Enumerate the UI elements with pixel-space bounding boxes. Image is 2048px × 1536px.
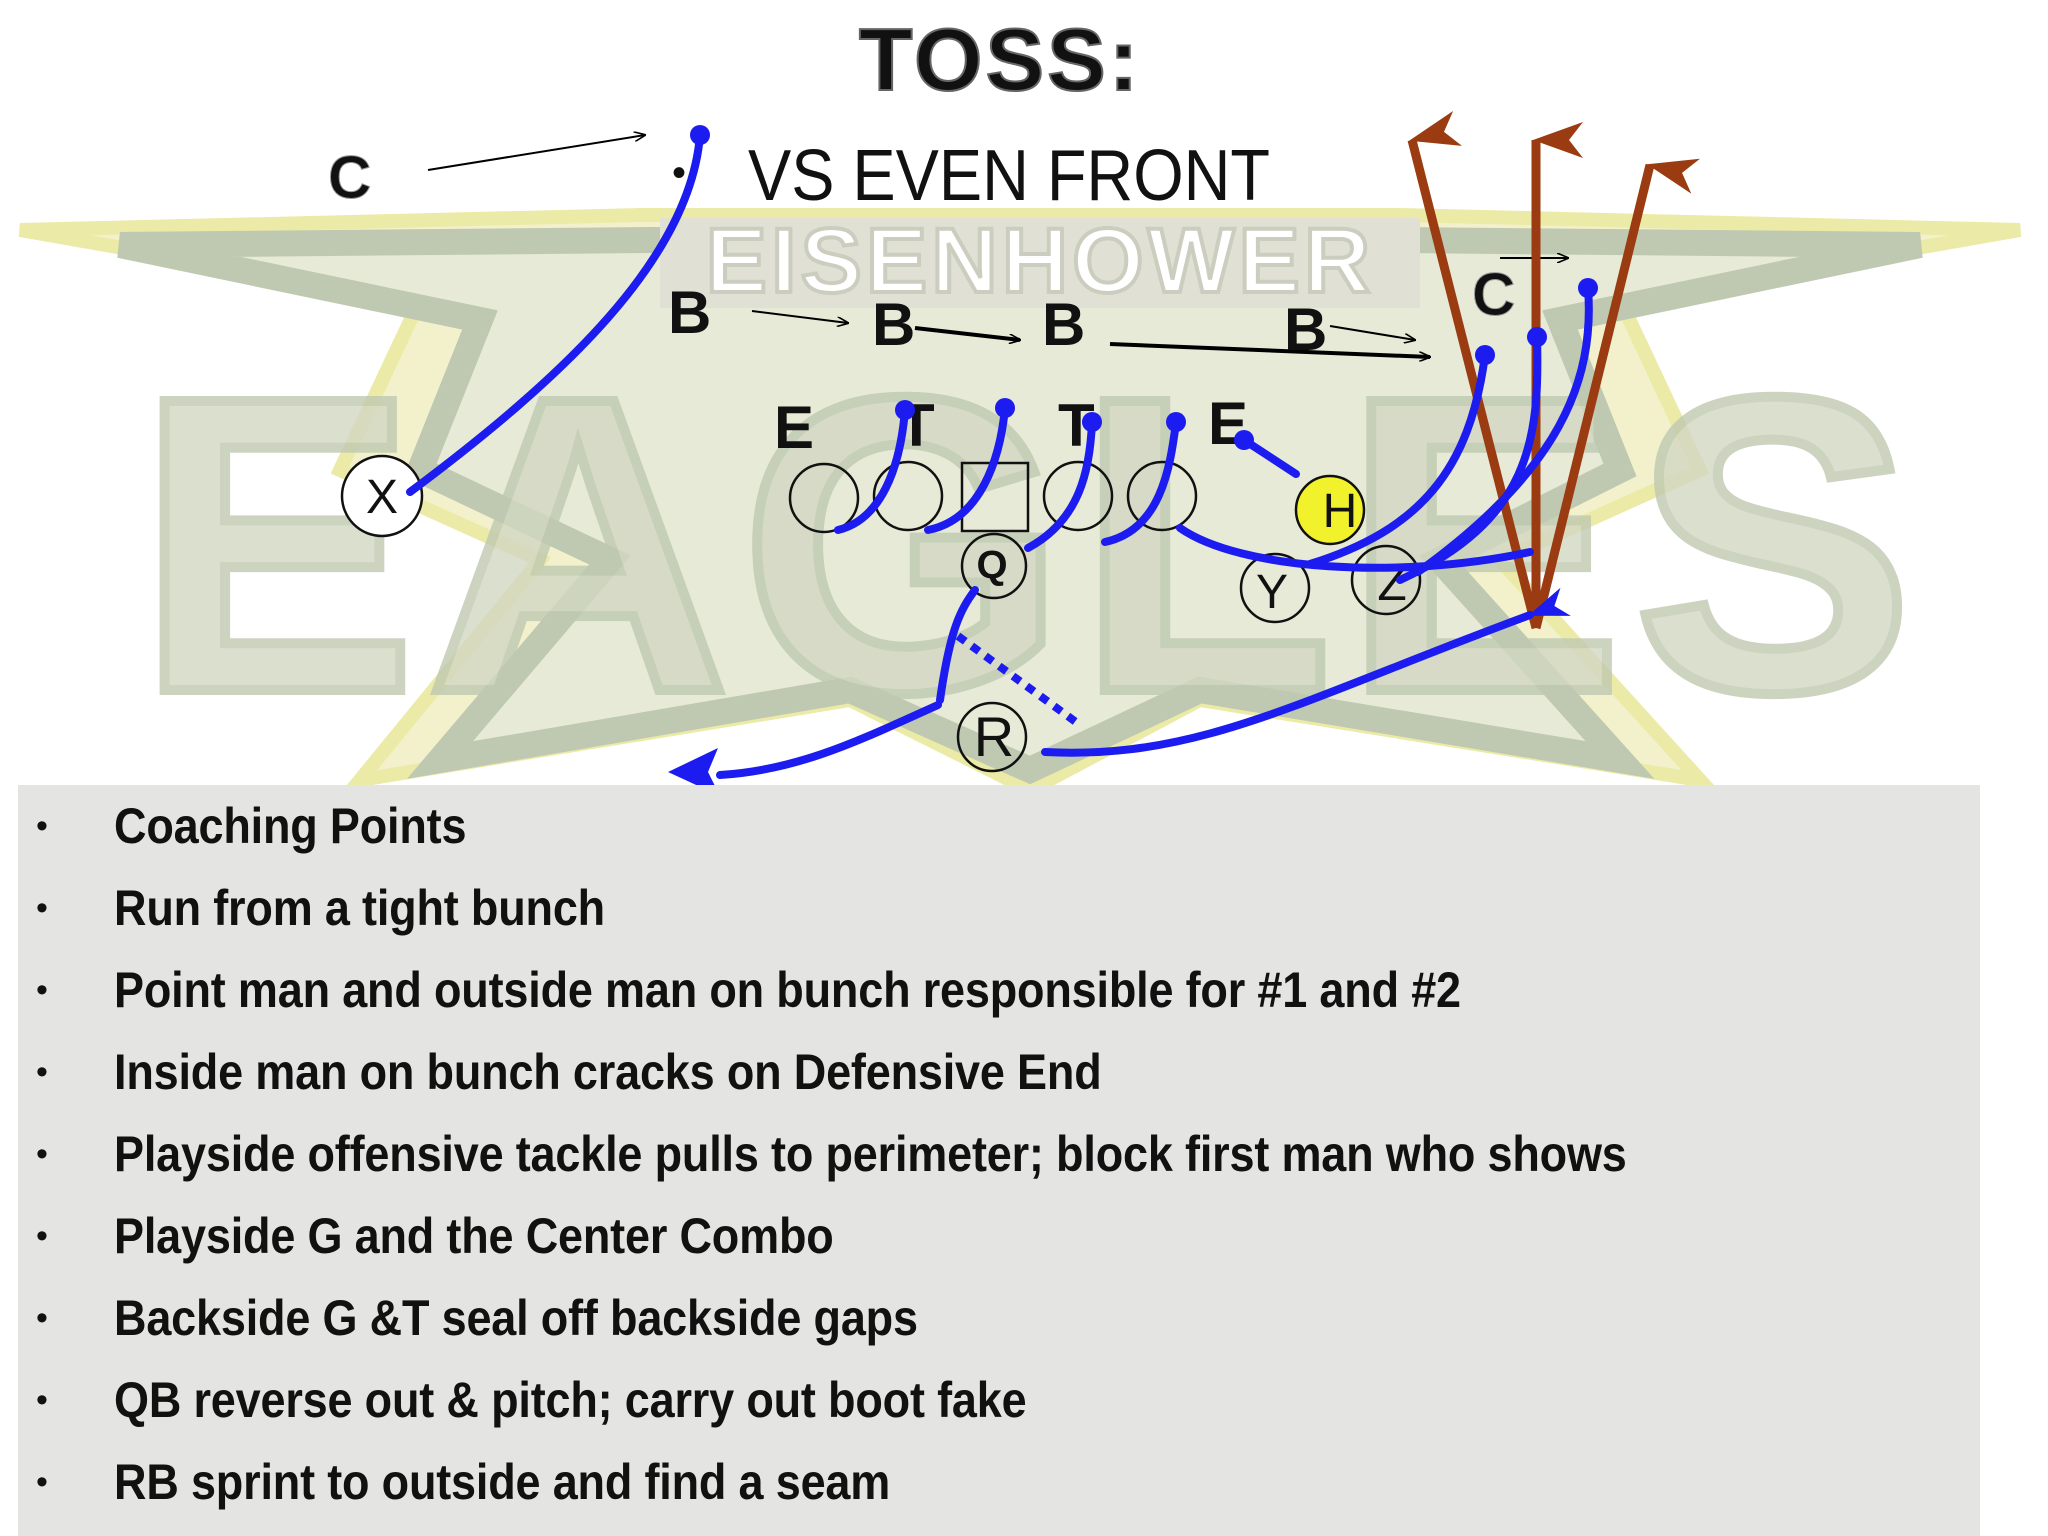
coaching-point-text: RB sprint to outside and find a seam xyxy=(114,1454,891,1510)
right-guard xyxy=(1042,460,1114,532)
x-route xyxy=(406,131,704,496)
quarterback xyxy=(960,532,1028,600)
coaching-point: • QB reverse out & pitch; carry out boot… xyxy=(18,1359,1980,1441)
qb-path xyxy=(936,586,979,704)
y-route xyxy=(1306,351,1489,568)
coaching-point: • RB sprint to outside and find a seam xyxy=(18,1441,1980,1523)
coaching-point-text: Playside G and the Center Combo xyxy=(114,1208,834,1264)
bullet: • xyxy=(36,1134,48,1173)
coaching-point-text: QB reverse out & pitch; carry out boot f… xyxy=(114,1372,1027,1428)
coaching-point: • Coaching Points xyxy=(18,785,1980,867)
coaching-point-text: Coaching Points xyxy=(114,798,467,854)
coaching-point: • Point man and outside man on bunch res… xyxy=(18,949,1980,1031)
tackle-pull xyxy=(1176,524,1534,572)
slide-bullet: • xyxy=(672,151,686,195)
bullet: • xyxy=(36,1298,48,1337)
rb-path xyxy=(1041,587,1571,757)
coaching-points-panel: • Coaching Points • Run from a tight bun… xyxy=(18,785,1980,1536)
play-subtitle: VS EVEN FRONT xyxy=(748,135,1270,216)
boot-fake-arrowhead xyxy=(668,748,720,796)
h-back xyxy=(1294,474,1366,546)
bullet: • xyxy=(36,1216,48,1255)
linebacker-label: B xyxy=(1284,296,1327,363)
play-title: TOSS: xyxy=(859,10,1141,109)
offense-players: X Q R H Y Z xyxy=(340,454,1422,773)
coaching-point: • Run from a tight bunch xyxy=(18,867,1980,949)
coaching-point-text: Point man and outside man on bunch respo… xyxy=(114,962,1461,1018)
eagles-watermark: EISENHOWER EAGLES xyxy=(18,208,2022,798)
tight-end-y xyxy=(1239,552,1311,624)
bullet: • xyxy=(36,1380,48,1419)
h-crack-block xyxy=(1240,436,1300,478)
qb-boot-fake xyxy=(716,701,942,779)
bullet: • xyxy=(36,806,48,845)
offensive-line xyxy=(788,460,1198,534)
receiver-z xyxy=(1350,544,1422,616)
left-guard xyxy=(872,460,944,532)
lt-block xyxy=(834,406,909,534)
route-endpoints xyxy=(690,125,1598,450)
left-tackle xyxy=(788,462,860,534)
watermark-banner xyxy=(660,218,1420,308)
tight-end-y-label: Y xyxy=(1256,566,1288,619)
defensive-end-label: E xyxy=(774,394,814,461)
receiver-x-label: X xyxy=(366,471,398,524)
linebacker-label: B xyxy=(1042,291,1085,358)
right-tackle xyxy=(1126,460,1198,532)
bullet: • xyxy=(36,888,48,927)
lg-block xyxy=(924,404,1009,534)
watermark-top-text: EISENHOWER xyxy=(706,210,1375,312)
coaching-point-text: Run from a tight bunch xyxy=(114,880,605,936)
coaching-point-text: Playside offensive tackle pulls to perim… xyxy=(114,1126,1627,1182)
rg-block xyxy=(1024,418,1096,552)
blocking-routes xyxy=(406,131,1593,779)
linebacker-label: B xyxy=(668,279,711,346)
coaching-point: • Playside G and the Center Combo xyxy=(18,1195,1980,1277)
bullet: • xyxy=(36,1052,48,1091)
coaching-point-text: Inside man on bunch cracks on Defensive … xyxy=(114,1044,1102,1100)
coaching-point-text: Backside G &T seal off backside gaps xyxy=(114,1290,918,1346)
coaching-point: • Inside man on bunch cracks on Defensiv… xyxy=(18,1031,1980,1113)
coaching-point: • Playside offensive tackle pulls to per… xyxy=(18,1113,1980,1195)
bullet: • xyxy=(36,970,48,1009)
defense: C C B B B B E T T E xyxy=(328,144,1516,462)
receiver-x xyxy=(340,454,424,538)
h-back-label: H xyxy=(1323,485,1358,538)
rt-block xyxy=(1101,418,1180,546)
qb-pitch xyxy=(955,632,1083,729)
running-back-label: R xyxy=(974,705,1014,768)
corner-left-label: C xyxy=(328,144,371,211)
quarterback-label: Q xyxy=(976,543,1007,587)
linebacker-label: B xyxy=(872,291,915,358)
coaching-point: • Backside G &T seal off backside gaps xyxy=(18,1277,1980,1359)
corner-right-label: C xyxy=(1472,261,1515,328)
running-back xyxy=(956,701,1028,773)
z-outside-route xyxy=(1414,284,1593,576)
bullet: • xyxy=(36,1462,48,1501)
